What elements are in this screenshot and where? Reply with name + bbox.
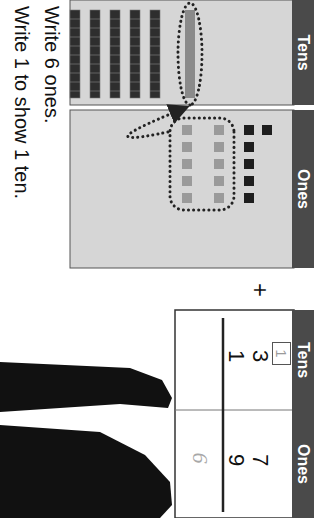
rod-segments [70, 19, 160, 91]
sum-line [222, 318, 225, 512]
place-value-table [175, 310, 294, 518]
regroup-arrow [128, 110, 180, 138]
tens-mat [70, 0, 294, 105]
person-arm [0, 362, 172, 412]
column-divider [175, 410, 294, 411]
carry-box: 1 [272, 342, 291, 365]
mat-header: Tens [292, 0, 314, 105]
instruction-text: Write 6 ones. [40, 6, 64, 123]
digit: 7 [249, 454, 271, 466]
new-ten-rod [185, 10, 195, 98]
node-text: 1 [273, 349, 290, 357]
node-text: Ones [294, 444, 312, 484]
grouped-cubes [182, 125, 224, 203]
person-body [0, 425, 172, 518]
digit: 1 [225, 350, 247, 362]
ones-mat [70, 110, 294, 268]
ones-cubes [244, 125, 272, 203]
mat-header: Ones [292, 110, 314, 268]
table-header: Tens [292, 310, 314, 410]
plus-sign: + [248, 283, 272, 297]
digit: 3 [249, 350, 271, 362]
digit: 9 [225, 454, 247, 466]
node-text: Tens [294, 342, 312, 378]
written-digit: 6 [189, 453, 211, 464]
dotted-group [170, 118, 234, 210]
table-header: Ones [292, 410, 314, 518]
dotted-ring [178, 3, 202, 105]
instruction-text: Write 1 to show 1 ten. [10, 6, 34, 199]
node-text: Ones [294, 169, 312, 209]
ten-rods [70, 10, 160, 98]
node-text: Tens [294, 34, 312, 70]
